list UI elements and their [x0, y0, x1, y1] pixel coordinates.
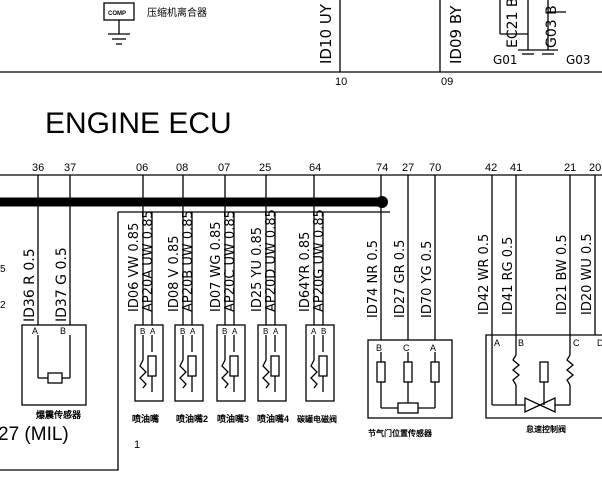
- idle-wire-label-4: ID20 WU 0.5: [580, 233, 595, 315]
- inj1-pin-a: A: [150, 327, 156, 336]
- knock-pin-b: B: [60, 326, 66, 336]
- wire-label-36: ID36 R 0.5: [22, 248, 38, 322]
- knock-pin-a: A: [32, 326, 38, 336]
- pin-64: 64: [309, 162, 321, 174]
- idle-wire-label-2: ID41 RG 0.5: [501, 237, 516, 315]
- injector-3: [216, 324, 246, 402]
- inj2-pin-a: A: [190, 327, 196, 336]
- knock-sensor-label: 爆震传感器: [36, 409, 82, 420]
- pin-20: 20: [589, 162, 601, 174]
- knock-sensor-box: [21, 324, 87, 406]
- inj3-pin-a: A: [232, 327, 238, 336]
- knock-element: [47, 372, 63, 384]
- tps-wire-label-2: ID27 GR 0.5: [393, 240, 408, 318]
- pin-37: 37: [64, 162, 76, 174]
- idle-wire-label-1: ID42 WR 0.5: [477, 234, 492, 315]
- comp-text: 压缩机离合器: [147, 6, 207, 19]
- ground-g03: G03: [566, 53, 591, 67]
- idle-valve-box: [485, 334, 602, 419]
- top-wire-label-2: ID09 BY: [447, 5, 465, 64]
- injector-2: [174, 324, 204, 402]
- inj1-pin-b: B: [140, 327, 145, 336]
- inj4-label-a: ID25 YU 0.85: [250, 227, 265, 312]
- inj4-label: 喷油嘴4: [257, 413, 289, 424]
- inj2-label-b: AP20B UW 0.85: [181, 210, 196, 312]
- idle-pin-d: D: [597, 338, 602, 348]
- inj1-suffix: 1: [134, 439, 140, 451]
- pin-08: 08: [176, 162, 188, 174]
- pin-06: 06: [136, 162, 148, 174]
- canister-label-b: AP20G UW 0.85: [312, 209, 327, 312]
- idle-valve-label: 怠速控制阀: [526, 424, 566, 434]
- pin-74: 74: [376, 162, 388, 174]
- inj3-label: 喷油嘴3: [217, 413, 249, 424]
- pin-07: 07: [218, 162, 230, 174]
- inj3-label-a: ID07 WG 0.85: [209, 221, 224, 312]
- pin-27: 27: [402, 162, 414, 174]
- tps-pin-c: C: [403, 343, 410, 353]
- ecu-title: ENGINE ECU: [45, 107, 232, 140]
- pin-10: 10: [335, 76, 347, 88]
- mil-text: 27 (MIL): [0, 424, 69, 445]
- left-mark-2: 2: [0, 300, 6, 311]
- inj2-label: 喷油嘴2: [176, 413, 208, 424]
- inj3-label-b: AP20C UW 0.85: [223, 210, 238, 312]
- canister-label-a: ID64YR 0.85: [298, 232, 313, 312]
- left-mark-5: 5: [0, 264, 6, 275]
- pin-41: 41: [510, 162, 522, 174]
- inj4-pin-b: B: [263, 327, 268, 336]
- top-wire-label-1: ID10 UY 0: [317, 0, 335, 64]
- tps-wire-label-1: ID74 NR 0.5: [366, 240, 381, 318]
- inj2-pin-b: B: [180, 327, 185, 336]
- injector-group-frame: [0, 212, 119, 471]
- canister-pin-a: A: [311, 327, 317, 336]
- canister-pin-b: B: [321, 327, 326, 336]
- tps-pin-b: B: [376, 343, 382, 353]
- comp-icon-label: COMP: [108, 11, 126, 17]
- bus-bar-end: [376, 196, 388, 208]
- tps-pin-a: A: [430, 343, 436, 353]
- inj4-pin-a: A: [273, 327, 279, 336]
- injector-1: [134, 324, 164, 402]
- ground-g01: G01: [493, 53, 518, 67]
- inj2-label-a: ID08 V 0.85: [167, 236, 182, 313]
- throttle-sensor-box: [367, 339, 453, 419]
- injector-4: [257, 324, 287, 402]
- pin-42: 42: [485, 162, 497, 174]
- inj1-label-a: ID06 VW 0.85: [127, 223, 142, 312]
- idle-pin-a: A: [494, 338, 500, 348]
- idle-pin-c: C: [573, 338, 580, 348]
- pin-70: 70: [429, 162, 441, 174]
- top-wire-label-3: EC21 B: [505, 0, 521, 48]
- inj4-label-b: AP20D UW 0.85: [264, 209, 279, 312]
- inj3-pin-b: B: [222, 327, 227, 336]
- inj1-label-b: AP20A UW 0.85: [141, 210, 156, 312]
- canister-valve: [305, 324, 335, 402]
- idle-pin-b: B: [518, 338, 524, 348]
- pin-25: 25: [259, 162, 271, 174]
- pin-21: 21: [564, 162, 576, 174]
- inj1-label: 喷油嘴: [132, 413, 159, 424]
- top-wire-label-4: G03 B: [544, 5, 560, 48]
- canister-label: 碳罐电磁阀: [297, 414, 337, 424]
- wire-label-37: ID37 G 0.5: [54, 247, 70, 322]
- pin-09: 09: [441, 76, 453, 88]
- throttle-sensor-label: 节气门位置传感器: [368, 428, 433, 438]
- idle-wire-label-3: ID21 BW 0.5: [555, 234, 570, 315]
- pin-36: 36: [32, 162, 44, 174]
- tps-wire-label-3: ID70 YG 0.5: [420, 241, 435, 318]
